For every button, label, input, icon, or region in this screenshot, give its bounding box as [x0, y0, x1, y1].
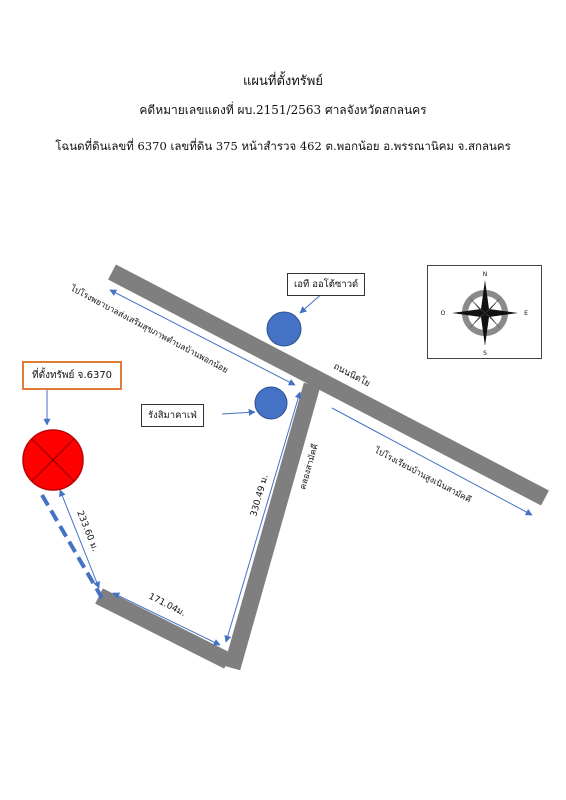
landmark-label-1: เอที ออโต้ซาวด์	[287, 273, 366, 296]
arrow-330	[224, 391, 302, 643]
compass-n: N	[483, 271, 488, 278]
compass-icon: N S E O	[441, 271, 528, 357]
map-title: แผนที่ตั้งทรัพย์	[243, 74, 323, 89]
arrow-upper-left	[109, 289, 296, 386]
case-number: คดีหมายเลขแดงที่ ผบ.2151/2563 ศาลจังหวัด…	[139, 103, 427, 117]
compass-rose: N S E O	[427, 265, 542, 359]
property-access-dashed	[40, 493, 104, 600]
landmark-circle-2	[254, 386, 288, 420]
property-label: ที่ตั้งทรัพย์ จ.6370	[22, 361, 123, 390]
side-road	[223, 382, 321, 671]
compass-s: S	[483, 350, 487, 357]
label-distance-233: 233.60 ม.	[74, 509, 99, 553]
arrow-upper-right	[331, 407, 533, 516]
compass-w: O	[441, 310, 446, 317]
landmark-label-2: รังสิมาคาเฟ่	[141, 404, 204, 427]
arrow-171	[112, 592, 221, 646]
landmark-circle-1	[266, 311, 302, 347]
deed-info: โฉนดที่ดินเลขที่ 6370 เลขที่ดิน 375 หน้า…	[55, 139, 511, 153]
arrow-233	[59, 489, 100, 589]
compass-e: E	[524, 310, 528, 317]
